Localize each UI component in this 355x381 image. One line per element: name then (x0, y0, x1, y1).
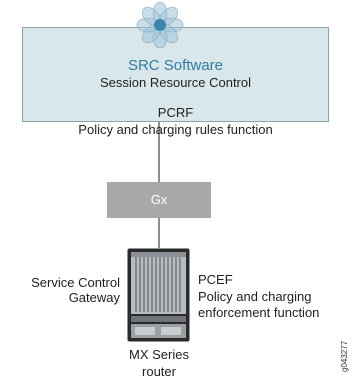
gateway-label-line1: Service Control (31, 275, 120, 290)
router-label-line1: MX Series (129, 347, 189, 362)
pcrf-label: PCRF (157, 105, 194, 120)
router-label-line2: router (142, 364, 176, 379)
src-title: SRC Software (127, 57, 224, 74)
gx-label: Gx (150, 192, 168, 207)
gateway-label-line2: Gateway (68, 290, 120, 305)
connector-gx-to-router (158, 218, 160, 248)
gx-interface-box: Gx (107, 182, 211, 218)
pcef-description-line1: Policy and charging (198, 289, 312, 304)
mx-series-router-icon (127, 248, 190, 342)
figure-id: g043277 (340, 340, 349, 372)
pcef-label: PCEF (198, 272, 233, 287)
pcrf-description: Policy and charging rules function (78, 122, 273, 137)
pcef-description-line2: enforcement function (198, 305, 320, 320)
connector-src-to-gx (158, 122, 160, 182)
src-flower-logo-icon (136, 1, 184, 49)
src-software-box: SRC Software Session Resource Control PC… (22, 27, 329, 137)
src-subtitle: Session Resource Control (99, 75, 252, 90)
